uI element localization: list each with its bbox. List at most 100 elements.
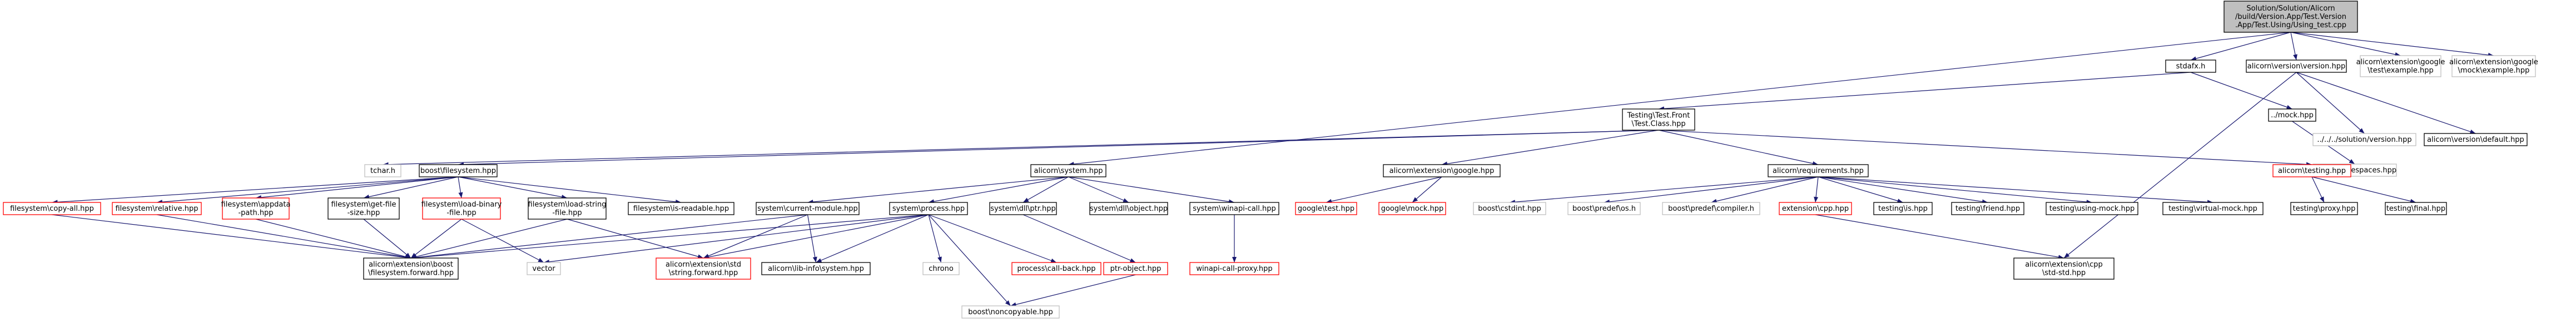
node-boost-cstdint[interactable]: boost\cstdint.hpp: [1473, 202, 1546, 215]
node-box: [656, 257, 751, 280]
node-extension-cpp[interactable]: extension\cpp.hpp: [1779, 202, 1852, 215]
node-box: [2312, 133, 2416, 146]
node-chrono[interactable]: chrono: [922, 262, 960, 275]
node-boost-noncopyable[interactable]: boost\noncopyable.hpp: [961, 305, 1060, 319]
node-label: Testing\Test.Front: [1627, 112, 1690, 120]
node-box: [1189, 202, 1279, 215]
edge-extension_cpp-to-cpp_std_std: [1815, 214, 2064, 260]
node-solution-version[interactable]: ../../../solution/version.hpp: [2312, 133, 2416, 146]
edge-requirements-to-testing_using_mock: [1818, 176, 2092, 205]
node-fs-get-file-size[interactable]: filesystem\get-file-size.hpp: [327, 197, 400, 220]
node-lib-info-system[interactable]: alicorn\lib-info\system.hpp: [761, 262, 871, 275]
node-label: ptr-object.hpp: [1110, 265, 1162, 273]
node-fs-load-binary[interactable]: filesystem\load-binary-file.hpp: [421, 197, 502, 220]
node-testing-using-mock[interactable]: testing\using-mock.hpp: [2046, 202, 2138, 215]
node-label: \string.forward.hpp: [669, 269, 738, 278]
node-google-mock-example[interactable]: alicorn\extension\google\mock\example.hp…: [2449, 55, 2538, 77]
edge-root-to-google_mock_example: [2290, 32, 2494, 57]
edge-stdafx-to-testing_class: [1658, 72, 2191, 111]
node-testing-class[interactable]: Testing\Test.Front\Test.Class.hpp: [1622, 108, 1695, 131]
node-boost-predef-os[interactable]: boost\predef\os.h: [1567, 202, 1641, 215]
node-box: [2165, 60, 2216, 73]
edge-requirements-to-boost_predef_os: [1604, 176, 1819, 204]
node-box: [2272, 164, 2351, 177]
node-label: system\dll\ptr.hpp: [990, 205, 1056, 213]
node-ptr-object[interactable]: ptr-object.hpp: [1103, 262, 1168, 275]
node-label: chrono: [929, 265, 954, 273]
edge-sys_dll_ptr-to-ptr_object: [1023, 214, 1136, 263]
node-testing-virtual-mock[interactable]: testing\virtual-mock.hpp: [2162, 202, 2264, 215]
node-box: [2162, 202, 2264, 215]
node-cpp-std-std[interactable]: alicorn\extension\cpp\std-std.hpp: [2013, 257, 2115, 280]
node-box: [1951, 202, 2024, 215]
edge-fs_load_string-to-boost_fs_forward: [410, 219, 568, 259]
edge-requirements-to-boost_predef_compiler: [1711, 176, 1819, 204]
node-label: alicorn\system.hpp: [1034, 167, 1103, 175]
node-sys-process[interactable]: system\process.hpp: [889, 202, 968, 215]
node-boost-filesystem[interactable]: boost\filesystem.hpp: [419, 164, 498, 177]
node-box: [527, 262, 561, 275]
node-requirements[interactable]: alicorn\requirements.hpp: [1768, 164, 1869, 177]
node-box: [1473, 202, 1546, 215]
edge-testing_class-to-alicorn_testing: [1658, 130, 2312, 167]
node-tchar[interactable]: tchar.h: [364, 164, 401, 177]
node-sys-current-module[interactable]: system\current-module.hpp: [756, 202, 860, 215]
node-google-test-example[interactable]: alicorn\extension\google\test\example.hp…: [2356, 55, 2445, 77]
edge-requirements-to-testing_virtual_mock: [1818, 176, 2213, 205]
node-testing-is[interactable]: testing\is.hpp: [1873, 202, 1933, 215]
node-label: filesystem\copy-all.hpp: [10, 205, 94, 213]
node-label: system\dll\object.hpp: [1090, 205, 1168, 213]
node-box: [112, 202, 202, 215]
node-box: [364, 164, 401, 177]
node-fs-load-string[interactable]: filesystem\load-string-file.hpp: [528, 197, 607, 220]
node-google-test[interactable]: google\test.hpp: [1295, 202, 1357, 215]
node-stdafx[interactable]: stdafx.h: [2165, 60, 2216, 73]
node-google-mock[interactable]: google\mock.hpp: [1378, 202, 1446, 215]
node-sys-dll-object[interactable]: system\dll\object.hpp: [1089, 202, 1168, 215]
edge-alicorn_testing-to-testing_final: [2311, 176, 2416, 204]
node-fs-appdata[interactable]: filesystem\appdata-path.hpp: [221, 197, 291, 220]
node-boost-fs-forward[interactable]: alicorn\extension\boost\filesystem.forwa…: [363, 257, 459, 280]
edge-boost_filesystem-to-fs_copy_all: [52, 176, 459, 205]
node-testing-friend[interactable]: testing\friend.hpp: [1951, 202, 2024, 215]
node-fs-relative[interactable]: filesystem\relative.hpp: [112, 202, 202, 215]
node-sys-winapi-call[interactable]: system\winapi-call.hpp: [1189, 202, 1279, 215]
node-alicorn-testing[interactable]: alicorn\testing.hpp: [2272, 164, 2351, 177]
node-fs-copy-all[interactable]: filesystem\copy-all.hpp: [3, 202, 101, 215]
edge-alicorn_system-to-sys_winapi_call: [1068, 176, 1235, 204]
node-box: [528, 197, 607, 220]
node-version-hpp[interactable]: alicorn\version\version.hpp: [2246, 60, 2347, 73]
node-mock-hpp[interactable]: ../mock.hpp: [2268, 108, 2316, 122]
node-boost-predef-compiler[interactable]: boost\predef\compiler.h: [1662, 202, 1760, 215]
edge-root-to-version_hpp: [2290, 32, 2297, 61]
node-testing-proxy[interactable]: testing\proxy.hpp: [2290, 202, 2358, 215]
node-box: [761, 262, 871, 275]
edge-testing_class-to-boost_filesystem: [458, 130, 1659, 167]
edge-version_hpp-to-version_default: [2296, 72, 2476, 134]
node-label: system\winapi-call.hpp: [1193, 205, 1276, 213]
node-label: \Test.Class.hpp: [1631, 120, 1685, 128]
node-sys-dll-ptr[interactable]: system\dll\ptr.hpp: [989, 202, 1057, 215]
node-label: filesystem\appdata: [221, 201, 291, 209]
node-box: [2424, 133, 2528, 146]
node-label: alicorn\testing.hpp: [2278, 167, 2346, 175]
node-version-default[interactable]: alicorn\version\default.hpp: [2424, 133, 2528, 146]
node-extension-google[interactable]: alicorn\extension\google.hpp: [1383, 164, 1501, 177]
node-alicorn-system[interactable]: alicorn\system.hpp: [1030, 164, 1106, 177]
node-label: alicorn\version\version.hpp: [2247, 62, 2346, 71]
node-box: [1622, 108, 1695, 131]
node-box: [1873, 202, 1933, 215]
node-string-forward[interactable]: alicorn\extension\std\string.forward.hpp: [656, 257, 751, 280]
node-winapi-call-proxy[interactable]: winapi-call-proxy.hpp: [1189, 262, 1279, 275]
node-fs-is-readable[interactable]: filesystem\is-readable.hpp: [628, 202, 734, 215]
node-box: [989, 202, 1057, 215]
node-vector[interactable]: vector: [527, 262, 561, 275]
edge-boost_filesystem-to-fs_get_file_size: [363, 176, 459, 199]
node-process-callback[interactable]: process\call-back.hpp: [1011, 262, 1101, 275]
node-testing-final[interactable]: testing\final.hpp: [2385, 202, 2447, 215]
node-label: boost\cstdint.hpp: [1478, 205, 1541, 213]
edge-fs_load_string-to-string_forward: [567, 219, 704, 259]
node-label: alicorn\extension\google: [2356, 58, 2445, 67]
node-root[interactable]: Solution/Solution/Alicorn/build/Version.…: [2223, 1, 2358, 33]
node-label: alicorn\lib-info\system.hpp: [768, 265, 864, 273]
